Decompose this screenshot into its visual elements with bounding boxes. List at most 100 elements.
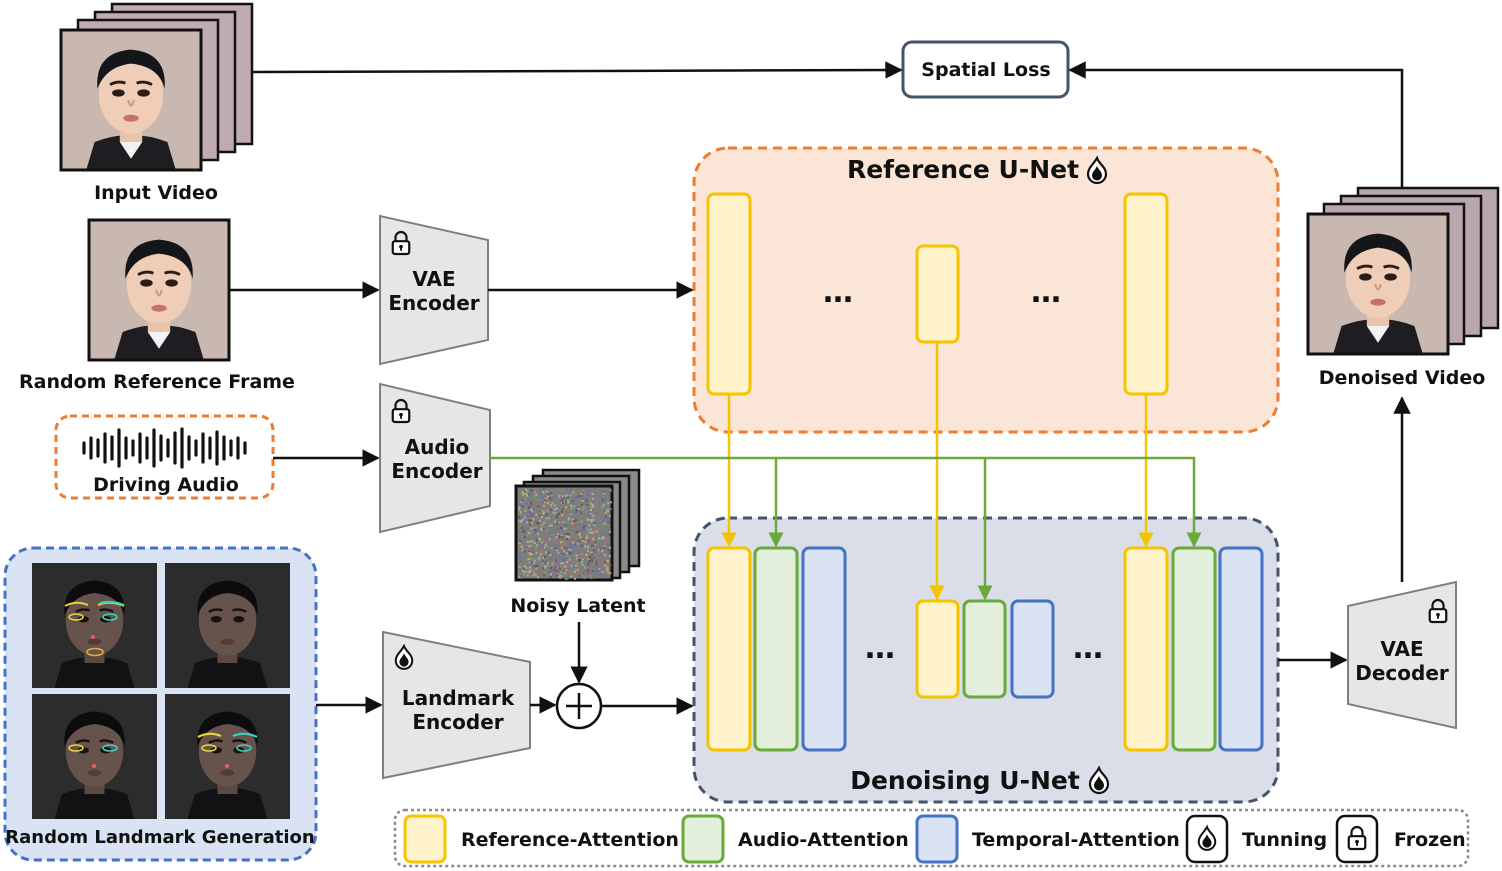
noise-pixel	[524, 525, 527, 528]
noise-pixel	[519, 511, 522, 514]
noise-pixel	[577, 508, 580, 511]
noise-pixel	[607, 496, 610, 499]
noise-pixel	[533, 488, 536, 491]
noise-pixel	[519, 576, 522, 579]
noise-pixel	[573, 488, 576, 491]
noise-pixel	[589, 502, 592, 505]
noise-pixel	[585, 553, 588, 556]
noise-pixel	[528, 532, 531, 535]
noise-pixel	[602, 574, 605, 577]
noise-pixel	[526, 546, 529, 548]
noise-pixel	[600, 497, 603, 500]
noise-pixel	[586, 501, 589, 504]
noise-pixel	[546, 562, 549, 565]
noise-pixel	[557, 573, 560, 576]
noise-pixel	[540, 499, 543, 501]
noise-pixel	[519, 567, 522, 570]
noise-pixel	[531, 492, 534, 495]
vae-encoder: VAE Encoder	[379, 214, 489, 366]
noise-pixel	[574, 495, 577, 498]
noise-pixel	[527, 558, 530, 561]
noise-pixel	[560, 543, 563, 546]
noise-pixel	[521, 554, 523, 557]
noise-pixel	[601, 541, 604, 544]
noise-pixel	[566, 572, 569, 575]
noise-pixel	[565, 521, 568, 523]
noise-pixel	[605, 562, 608, 565]
noise-pixel	[554, 520, 557, 523]
denoising-unet-title: Denoising U-Net	[850, 766, 1080, 795]
noise-pixel	[521, 505, 524, 508]
noise-pixel	[597, 527, 600, 530]
noise-pixel	[549, 497, 552, 500]
noise-pixel	[551, 562, 554, 565]
noise-pixel	[525, 567, 528, 570]
noise-pixel	[589, 493, 592, 496]
noise-pixel	[551, 502, 554, 505]
noise-pixel	[542, 562, 545, 565]
noise-pixel	[524, 488, 527, 491]
noise-pixel	[608, 515, 611, 518]
noise-pixel	[569, 513, 572, 516]
svg-text:VAE: VAE	[1380, 637, 1423, 661]
noise-pixel	[538, 570, 541, 572]
noise-pixel	[555, 566, 558, 568]
noise-pixel	[537, 576, 539, 579]
noise-pixel	[588, 530, 591, 533]
noise-pixel	[528, 540, 531, 543]
noise-pixel	[542, 504, 545, 507]
input-video-stack	[59, 2, 254, 172]
den-audio-block-3	[1171, 546, 1217, 752]
noise-pixel	[518, 565, 521, 568]
noise-pixel	[565, 506, 568, 509]
noise-pixel	[560, 542, 562, 544]
noise-pixel	[520, 507, 523, 510]
noise-pixel	[574, 566, 577, 569]
noise-pixel	[538, 538, 541, 541]
noise-pixel	[518, 541, 521, 544]
noise-pixel	[607, 502, 610, 505]
noise-pixel	[587, 519, 590, 521]
noise-pixel	[539, 548, 542, 551]
noise-pixel	[560, 502, 563, 504]
noise-pixel	[549, 557, 552, 560]
noise-pixel	[556, 499, 559, 502]
noise-pixel	[549, 554, 552, 557]
noise-pixel	[548, 538, 551, 541]
noise-pixel	[590, 536, 593, 539]
noise-pixel	[540, 527, 543, 530]
noise-pixel	[605, 533, 607, 536]
noise-pixel	[542, 560, 544, 563]
noise-pixel	[574, 543, 576, 546]
noise-pixel	[540, 529, 543, 531]
noise-pixel	[551, 574, 554, 577]
noise-pixel	[571, 545, 574, 548]
noise-pixel	[535, 551, 538, 554]
noise-pixel	[521, 499, 524, 502]
noisy-latent-stack	[514, 468, 641, 582]
noise-pixel	[580, 546, 583, 548]
noise-pixel	[545, 553, 548, 556]
legend-temporal-swatch	[915, 814, 959, 864]
noise-pixel	[585, 499, 588, 502]
noise-pixel	[597, 550, 599, 553]
noise-pixel	[529, 498, 532, 501]
noise-pixel	[608, 511, 611, 514]
noise-pixel	[546, 519, 549, 521]
noise-pixel	[540, 525, 543, 528]
noise-pixel	[566, 540, 569, 543]
noise-pixel	[564, 574, 567, 577]
noise-pixel	[544, 514, 547, 517]
noise-pixel	[534, 566, 537, 569]
noise-pixel	[522, 521, 525, 524]
noise-pixel	[581, 490, 584, 493]
noise-pixel	[580, 571, 583, 574]
legend-reference-label: Reference-Attention	[461, 829, 679, 851]
noise-pixel	[530, 506, 533, 508]
noise-pixel	[576, 546, 579, 549]
noise-pixel	[594, 541, 597, 544]
noise-pixel	[525, 554, 527, 557]
noise-pixel	[588, 545, 591, 548]
noise-pixel	[578, 494, 581, 497]
noise-pixel	[541, 524, 544, 527]
